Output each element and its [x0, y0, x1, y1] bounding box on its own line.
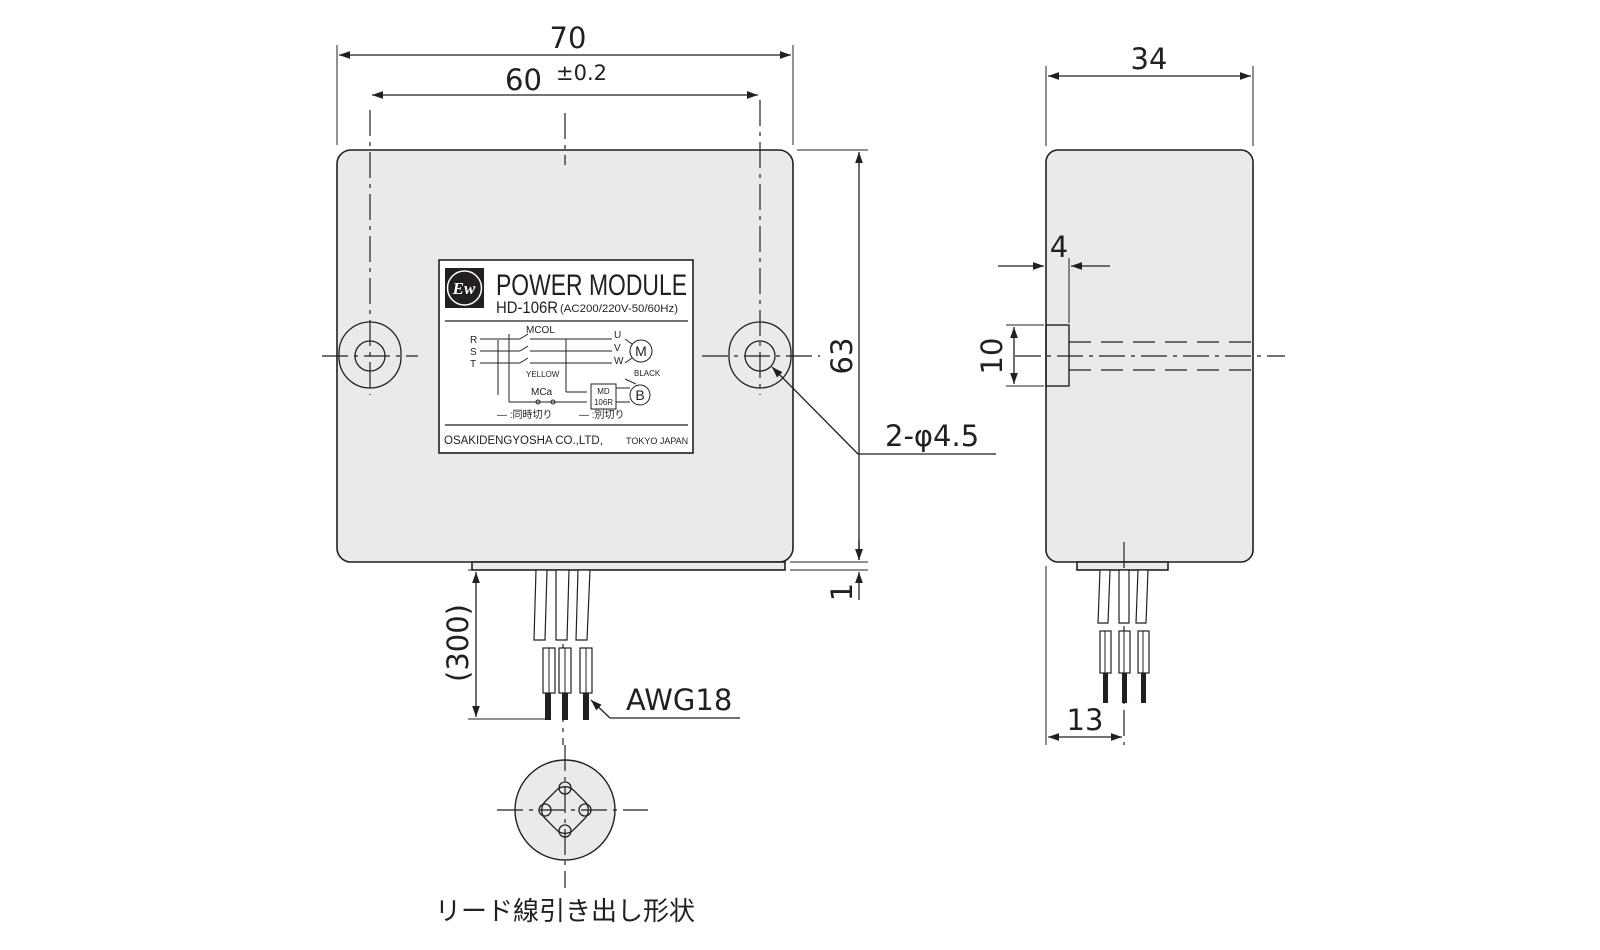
lead-position-left — [538, 803, 552, 817]
wire-black-label: BLACK — [634, 369, 661, 378]
hole-callout-text: 2-φ4.5 — [885, 419, 979, 453]
brake-symbol — [629, 384, 651, 406]
terminal-w: W — [614, 356, 624, 367]
lead-wires-front — [533, 569, 593, 745]
nameplate-rating: (AC200/220V-50/60Hz) — [560, 303, 678, 315]
svg-text:M: M — [635, 343, 647, 359]
dim-hole-pitch-tol: ±0.2 — [556, 61, 607, 85]
dim-width-text: 70 — [550, 21, 587, 55]
cable-gland-strip-side — [1076, 561, 1169, 571]
nameplate-maker-location: TOKYO JAPAN — [626, 436, 688, 446]
terminal-r: R — [470, 335, 477, 346]
legend-simultaneous: — :同時切り — [497, 409, 553, 421]
nameplate: Ew POWER MODULE HD-106R (AC200/220V-50/6… — [438, 259, 694, 454]
contactor-main-label: MCOL — [526, 325, 555, 336]
wire-yellow-label: YELLOW — [526, 370, 560, 379]
cable-gland-strip-front — [471, 561, 786, 571]
wire-tip-3 — [583, 693, 589, 720]
dim-lead-offset-text: 13 — [1067, 703, 1104, 737]
module-box — [590, 383, 617, 410]
lead-exit-view — [497, 745, 648, 888]
front-view: 70 60 ±0.2 63 1 2-φ4.5 Ew POWER MODULE — [322, 21, 996, 927]
nameplate-maker: OSAKIDENGYOSHA CO.,LTD, — [444, 435, 603, 447]
wire-tip-1 — [545, 693, 551, 720]
lead-wires-side — [1097, 542, 1150, 745]
lead-exit-caption: リード線引き出し形状 — [435, 897, 695, 927]
lead-wire-gauge-text: AWG18 — [626, 683, 732, 717]
hole-callout-leader — [771, 366, 859, 455]
wire-tip-2 — [562, 693, 568, 720]
side-view: 34 4 10 13 — [975, 42, 1285, 745]
nameplate-title: POWER MODULE — [496, 269, 687, 302]
contactor-aux-label: MCa — [531, 387, 553, 398]
lead-position-right — [578, 803, 592, 817]
terminal-s: S — [470, 347, 477, 358]
terminal-v: V — [614, 343, 621, 354]
wiring-schematic: R S T MCOL U V W — [470, 325, 661, 421]
lead-position-top — [558, 781, 572, 795]
awg-leader — [590, 699, 611, 719]
terminal-u: U — [614, 330, 621, 341]
maker-logo: Ew — [445, 268, 484, 308]
legend-separate: — :別切り — [579, 409, 625, 421]
dim-depth-text: 34 — [1131, 42, 1168, 76]
dim-bottom-offset-text: 1 — [825, 583, 859, 601]
svg-text:MD: MD — [597, 387, 610, 396]
dim-height-text: 63 — [825, 338, 859, 375]
motor-symbol — [629, 339, 653, 363]
dim-flange-thickness-text: 4 — [1050, 230, 1068, 264]
dim-flange-height-text: 10 — [975, 338, 1009, 375]
dim-lead-length-text: (300) — [441, 604, 475, 682]
svg-text:Ew: Ew — [452, 279, 476, 298]
dim-hole-pitch-text: 60 — [505, 63, 542, 97]
nameplate-model: HD-106R — [496, 298, 558, 317]
lead-position-bottom — [558, 824, 572, 838]
terminal-t: T — [470, 359, 476, 370]
svg-text:106R: 106R — [594, 398, 613, 407]
svg-text:B: B — [635, 387, 644, 403]
